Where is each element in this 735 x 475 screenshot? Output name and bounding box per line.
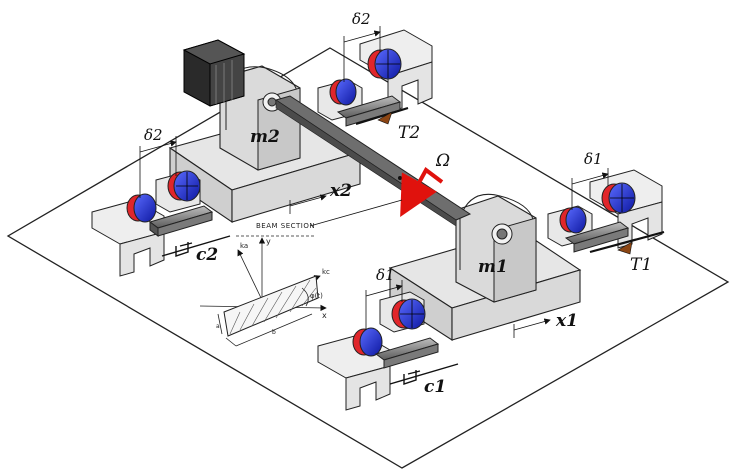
label-delta1-front: δ1 bbox=[376, 266, 395, 284]
label-x1: x1 bbox=[555, 311, 578, 331]
label-c1: c1 bbox=[424, 377, 446, 397]
label-t1: T1 bbox=[630, 255, 652, 275]
spring-tip-t2 bbox=[377, 111, 393, 125]
section-kc: kc bbox=[322, 268, 330, 276]
magnet-assembly-m1-front bbox=[317, 291, 440, 411]
label-delta2-front: δ2 bbox=[144, 126, 163, 144]
label-c2: c2 bbox=[196, 245, 218, 265]
dim-lines bbox=[139, 26, 609, 338]
section-ka: ka bbox=[240, 242, 248, 250]
section-y: y bbox=[266, 237, 271, 246]
label-x2: x2 bbox=[329, 181, 352, 201]
section-x: x bbox=[322, 311, 327, 320]
damper-c1 bbox=[389, 363, 459, 385]
magnet-assembly-m1-back bbox=[547, 169, 665, 255]
beam-section-inset bbox=[199, 235, 327, 347]
magnet-assembly-m2-front bbox=[91, 170, 214, 277]
spring-tip-t1 bbox=[617, 241, 633, 255]
section-a: a bbox=[216, 323, 220, 330]
section-b: b bbox=[272, 329, 276, 336]
label-m1: m1 bbox=[478, 257, 508, 277]
beam-section-title: BEAM SECTION bbox=[256, 222, 315, 230]
damper-c2 bbox=[161, 235, 231, 257]
omega-arrow bbox=[400, 167, 444, 218]
label-delta1-back: δ1 bbox=[584, 150, 603, 168]
label-t2: T2 bbox=[398, 123, 420, 143]
label-delta2-back: δ2 bbox=[352, 10, 371, 28]
magnet-assembly-m2-back bbox=[317, 29, 433, 127]
label-omega: Ω bbox=[435, 151, 450, 171]
section-phi: φ(t) bbox=[310, 292, 323, 300]
label-m2: m2 bbox=[250, 127, 280, 147]
